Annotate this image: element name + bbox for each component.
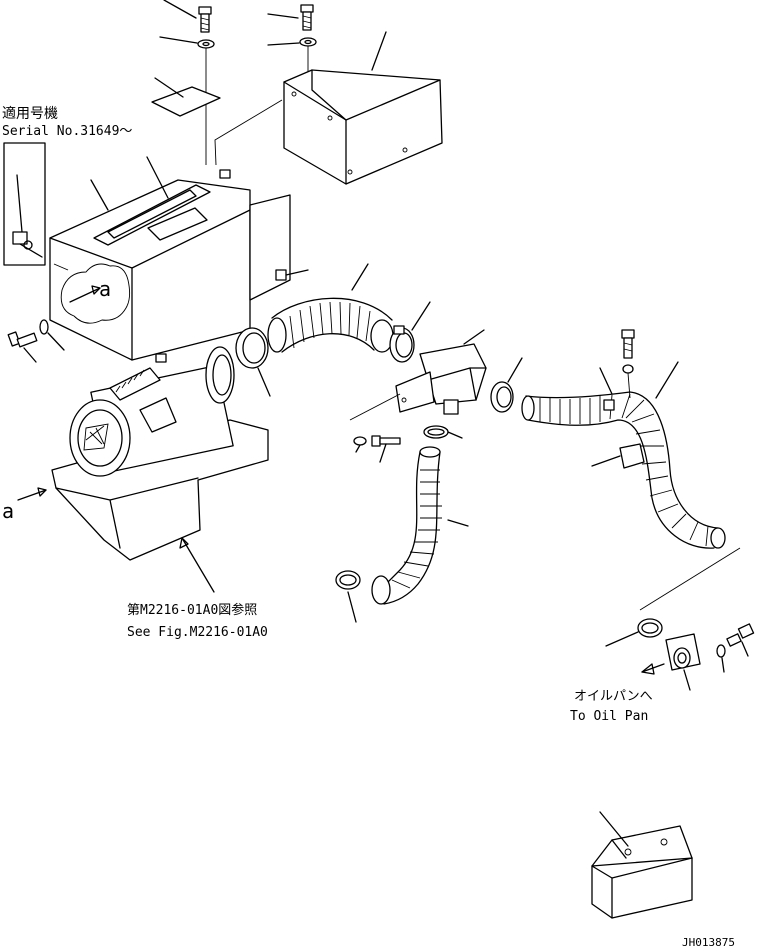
hose-bracket <box>591 443 645 469</box>
detail-marker-left: a <box>2 487 47 523</box>
serial-label-jp: 適用号機 <box>2 105 58 122</box>
hose-clamp-2 <box>389 301 431 363</box>
hose-upper <box>267 263 394 353</box>
bolt-side <box>7 331 38 363</box>
oil-pan-fitting <box>641 633 701 691</box>
serial-label-en: Serial No.31649～ <box>2 124 132 139</box>
hose-clamp-4 <box>335 570 361 623</box>
oil-pan-label-jp: オイルパンへ <box>574 689 653 704</box>
air-cleaner <box>51 346 269 593</box>
drawing-number: JH013875 <box>682 936 735 949</box>
oil-pan-clamp <box>605 618 663 647</box>
oil-pan-label: オイルパンへ To Oil Pan <box>570 689 653 724</box>
washer-top-left <box>159 36 215 165</box>
see-fig-label-jp: 第M2216-01A0図参照 <box>127 602 257 618</box>
hose-clamp-5 <box>490 357 523 413</box>
detail-marker-top: a <box>99 277 111 301</box>
see-fig-label-en: See Fig.M2216-01A0 <box>127 625 268 640</box>
bolt-top-left <box>163 0 212 33</box>
serial-detail-box <box>3 142 46 266</box>
see-fig-label: 第M2216-01A0図参照 See Fig.M2216-01A0 <box>127 602 268 640</box>
cover-plate <box>151 77 221 117</box>
hose-lower <box>371 446 469 605</box>
hose-clamp-3 <box>423 425 463 439</box>
serial-label: 適用号機 Serial No.31649～ <box>2 105 132 139</box>
bolt-right-top <box>621 329 635 399</box>
hose-right <box>521 361 741 611</box>
washer-side <box>39 319 65 351</box>
tool-box <box>591 811 693 919</box>
housing-box: a <box>49 156 309 361</box>
elbow-adapter <box>349 329 487 421</box>
box-cover <box>283 31 443 185</box>
bolt-top-right <box>267 4 314 31</box>
hose-clamp-1 <box>235 327 271 397</box>
svg-text:a: a <box>2 499 14 523</box>
bolt-elbow <box>353 435 401 463</box>
bolt-oil-pan <box>716 623 755 673</box>
oil-pan-label-en: To Oil Pan <box>570 709 648 724</box>
